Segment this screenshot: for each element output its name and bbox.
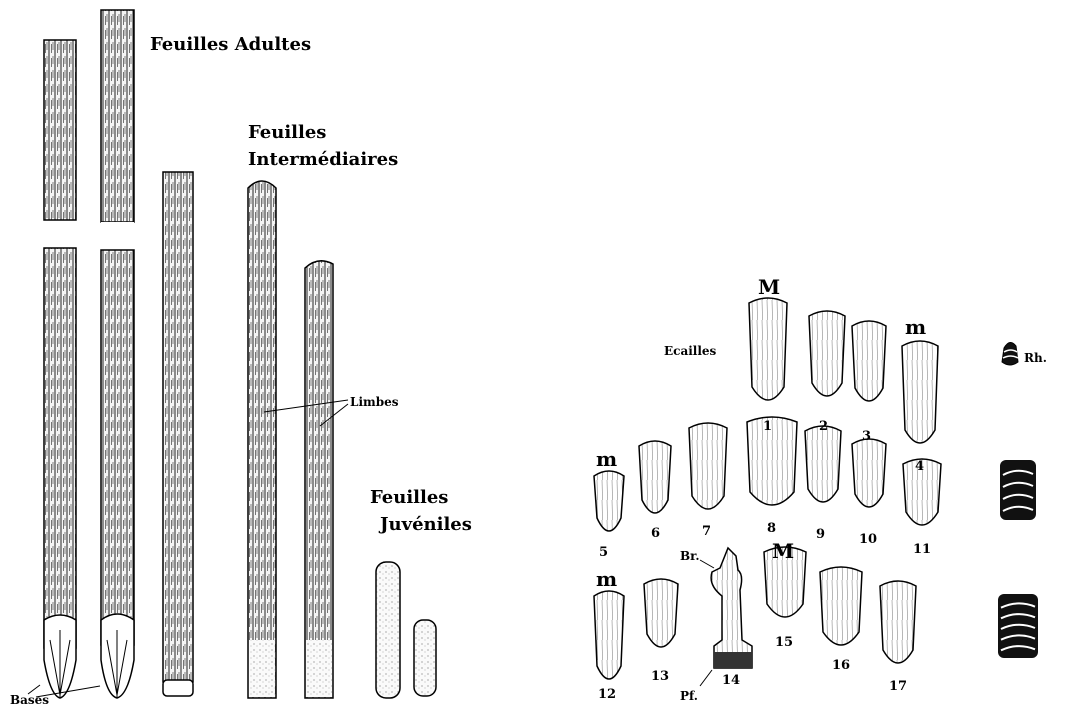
title-adultes: Feuilles Adultes <box>150 34 311 55</box>
scale-3 <box>852 321 886 401</box>
scale-number-16: 16 <box>832 658 850 673</box>
scale-2 <box>809 311 845 396</box>
scale-number-6: 6 <box>651 526 660 541</box>
scale-number-17: 17 <box>889 679 907 694</box>
scale-number-14: 14 <box>722 673 740 688</box>
scale-number-7: 7 <box>702 524 711 539</box>
scale-12 <box>594 591 624 679</box>
scale-number-10: 10 <box>859 532 877 547</box>
scale-number-3: 3 <box>862 429 871 444</box>
scale-14-branched <box>711 548 752 668</box>
scale-number-15: 15 <box>775 635 793 650</box>
scale-number-4: 4 <box>915 459 924 474</box>
scale-9 <box>805 426 841 502</box>
adult-leaf-2 <box>101 10 134 698</box>
marker-M-row1: M <box>758 275 780 299</box>
scale-number-12: 12 <box>598 687 616 702</box>
marker-m-row3: m <box>596 567 617 591</box>
juvenile-leaf-2 <box>414 620 436 696</box>
juvenile-leaf-1 <box>376 562 400 698</box>
marker-m-row1: m <box>905 315 926 339</box>
label-br: Br. <box>680 549 700 563</box>
scale-number-2: 2 <box>819 419 828 434</box>
adult-leaf-1 <box>44 40 76 698</box>
title-intermediaires-line2: Intermédiaires <box>248 149 398 170</box>
scale-number-11: 11 <box>913 542 931 557</box>
scale-number-1: 1 <box>763 419 772 434</box>
intermediate-leaf-2 <box>305 261 333 698</box>
scale-group <box>594 298 941 679</box>
label-ecailles: Ecailles <box>664 344 717 358</box>
scale-10 <box>852 439 886 507</box>
scale-6 <box>639 441 671 513</box>
title-juveniles-line1: Feuilles <box>370 487 448 508</box>
scale-16 <box>820 567 862 645</box>
scale-1 <box>749 298 787 400</box>
rhizome-small <box>1002 342 1018 365</box>
scale-17 <box>880 581 916 663</box>
title-juveniles-line2: Juvéniles <box>378 514 472 535</box>
label-bases: Bases <box>10 693 49 706</box>
label-pf: Pf. <box>680 689 698 703</box>
intermediate-leaf-1 <box>248 181 276 698</box>
rhizome-medium-body <box>1000 460 1036 520</box>
pf-leader <box>700 670 712 686</box>
label-limbes: Limbes <box>350 395 399 409</box>
scale-4 <box>902 341 938 443</box>
marker-M-row3: M <box>772 539 794 563</box>
scale-number-5: 5 <box>599 545 608 560</box>
rhizome-large <box>998 594 1038 658</box>
rhizome-medium <box>1000 460 1036 520</box>
scale-5 <box>594 471 624 531</box>
marker-m-row2: m <box>596 447 617 471</box>
scale-number-9: 9 <box>816 527 825 542</box>
scale-7 <box>689 423 727 509</box>
label-rh: Rh. <box>1024 351 1047 365</box>
scale-13 <box>644 579 678 647</box>
scale-number-8: 8 <box>767 521 776 536</box>
scale-number-13: 13 <box>651 669 669 684</box>
br-leader <box>700 560 714 568</box>
adult-leaf-3 <box>163 172 193 696</box>
title-intermediaires-line1: Feuilles <box>248 122 326 143</box>
